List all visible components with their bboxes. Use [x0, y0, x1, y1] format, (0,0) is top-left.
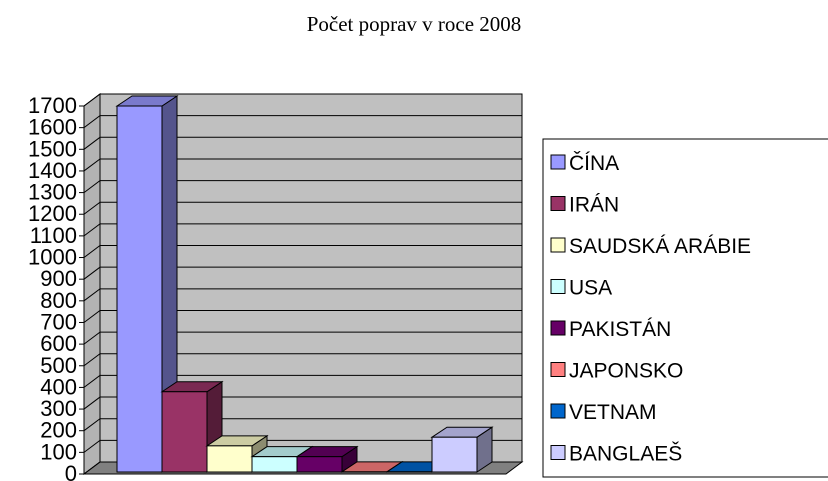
legend-item: ČÍNA — [550, 152, 619, 175]
gridline — [83, 288, 522, 302]
gridline — [83, 439, 522, 453]
legend-label: VETNAM — [569, 401, 657, 424]
bar-front — [251, 456, 298, 473]
gridlines — [83, 93, 522, 475]
gridline — [83, 245, 522, 258]
y-tick-label: 800 — [40, 288, 77, 313]
legend-item: JAPONSKO — [550, 360, 683, 383]
legend-label: JAPONSKO — [569, 360, 683, 383]
legend-swatch — [550, 196, 566, 211]
y-tick-label: 600 — [40, 331, 77, 356]
y-tick-label: 500 — [40, 353, 77, 378]
gridline — [83, 201, 522, 215]
y-tick-label: 200 — [40, 418, 77, 443]
y-tick-label: 700 — [40, 309, 77, 334]
legend-label: BANGLAEŠ — [569, 443, 682, 466]
gridline — [83, 331, 522, 345]
gridline — [83, 266, 522, 280]
gridline — [83, 396, 522, 410]
legend-item: SAUDSKÁ ARÁBIE — [550, 235, 751, 258]
y-tick-label: 1100 — [30, 223, 77, 248]
gridline — [83, 418, 522, 432]
legend-label: ČÍNA — [569, 152, 619, 175]
legend-item: PAKISTÁN — [550, 318, 671, 341]
legend-swatch — [550, 362, 566, 377]
bar-front — [296, 456, 343, 473]
legend-label: SAUDSKÁ ARÁBIE — [569, 235, 751, 258]
legend-item: IRÁN — [550, 194, 619, 217]
y-tick-label: 1400 — [28, 158, 77, 183]
bar-front — [116, 105, 163, 473]
gridline — [83, 93, 522, 107]
bar-front — [161, 391, 208, 473]
y-tick-label: 900 — [40, 266, 77, 291]
legend-item: VETNAM — [550, 401, 657, 424]
legend-box — [542, 138, 828, 478]
y-tick-label: 1500 — [28, 136, 77, 161]
bar-front — [206, 445, 253, 473]
legend-swatch — [550, 154, 566, 170]
y-tick-label: 1300 — [28, 180, 77, 205]
gridline — [83, 309, 522, 323]
bar — [115, 95, 179, 473]
gridline — [83, 353, 522, 367]
legend-swatch — [550, 237, 566, 253]
y-tick-label: 0 — [65, 461, 77, 481]
y-tick-label: 1200 — [28, 201, 77, 226]
gridline — [83, 115, 522, 129]
y-tick-label: 1700 — [28, 93, 77, 118]
bar — [295, 445, 359, 473]
legend-swatch — [550, 445, 566, 460]
y-tick-label: 1600 — [28, 115, 77, 140]
bars — [115, 95, 494, 473]
legend-item: BANGLAEŠ — [550, 443, 682, 466]
bar — [430, 426, 494, 473]
gridline — [83, 374, 522, 388]
y-tick-label: 100 — [40, 439, 77, 464]
chart-title: Počet poprav v roce 2008 — [306, 12, 522, 36]
y-axis-ticks: 0100200300400500600700800900100011001200… — [28, 93, 85, 481]
y-tick-label: 300 — [40, 396, 77, 421]
y-tick-label: 400 — [40, 374, 77, 399]
y-tick-label: 1000 — [28, 245, 77, 270]
legend-swatch — [550, 279, 566, 294]
legend-swatch — [550, 403, 566, 419]
legend-swatch — [550, 320, 566, 336]
legend: ČÍNA IRÁN SAUDSKÁ ARÁBIE USA PAKISTÁN JAPONSK… — [542, 138, 828, 478]
gridline — [83, 180, 522, 193]
legend-label: USA — [569, 277, 612, 300]
legend-item: USA — [550, 277, 612, 300]
gridline — [83, 136, 522, 150]
legend-label: IRÁN — [569, 194, 619, 217]
bar-front — [431, 436, 478, 473]
gridline — [83, 158, 522, 172]
legend-label: PAKISTÁN — [569, 318, 671, 341]
side-wall — [83, 93, 101, 475]
gridline — [83, 223, 522, 237]
